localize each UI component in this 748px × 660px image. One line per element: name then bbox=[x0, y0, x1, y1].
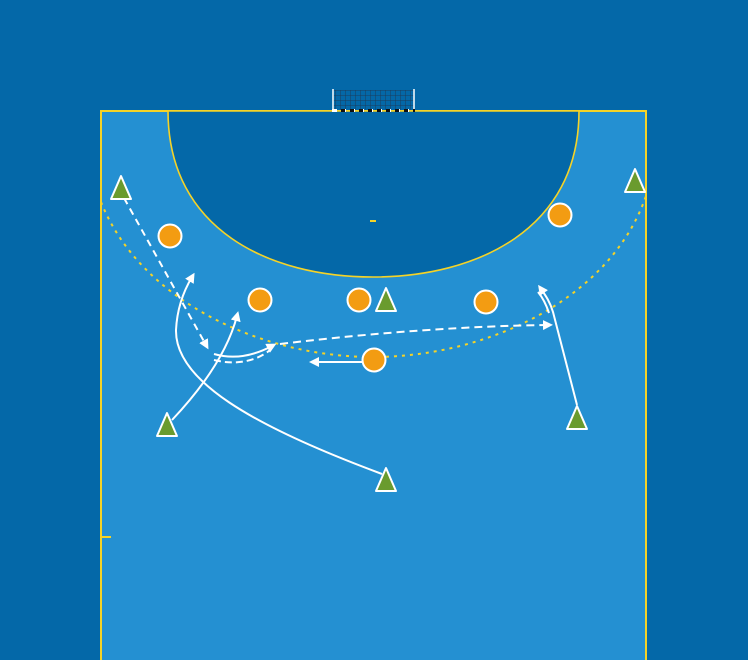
pass-arrow bbox=[279, 320, 553, 345]
attackers bbox=[110, 168, 646, 492]
pass-arrow bbox=[123, 197, 209, 350]
attacker-player[interactable] bbox=[566, 405, 588, 430]
goal-net bbox=[333, 90, 414, 110]
court bbox=[100, 110, 647, 660]
attacker-player[interactable] bbox=[156, 412, 178, 437]
attacker-player[interactable] bbox=[110, 175, 132, 200]
goal-area bbox=[167, 110, 580, 278]
run-arrow bbox=[213, 343, 277, 358]
defender-player[interactable] bbox=[547, 202, 573, 228]
run-arrow bbox=[174, 272, 383, 475]
defender-player[interactable] bbox=[346, 287, 372, 313]
defender-player[interactable] bbox=[157, 223, 183, 249]
defender-player[interactable] bbox=[361, 347, 387, 373]
attacker-player[interactable] bbox=[624, 168, 646, 193]
movements bbox=[123, 197, 578, 475]
defenders bbox=[157, 202, 573, 373]
run-arrow-double bbox=[537, 291, 550, 314]
defender-player[interactable] bbox=[473, 289, 499, 315]
run-arrow bbox=[538, 284, 578, 406]
pass-arrow bbox=[213, 349, 271, 364]
goal bbox=[332, 89, 415, 112]
defender-player[interactable] bbox=[247, 287, 273, 313]
attacker-player[interactable] bbox=[375, 467, 397, 492]
run-arrow bbox=[171, 311, 241, 421]
attacker-player[interactable] bbox=[375, 287, 397, 312]
